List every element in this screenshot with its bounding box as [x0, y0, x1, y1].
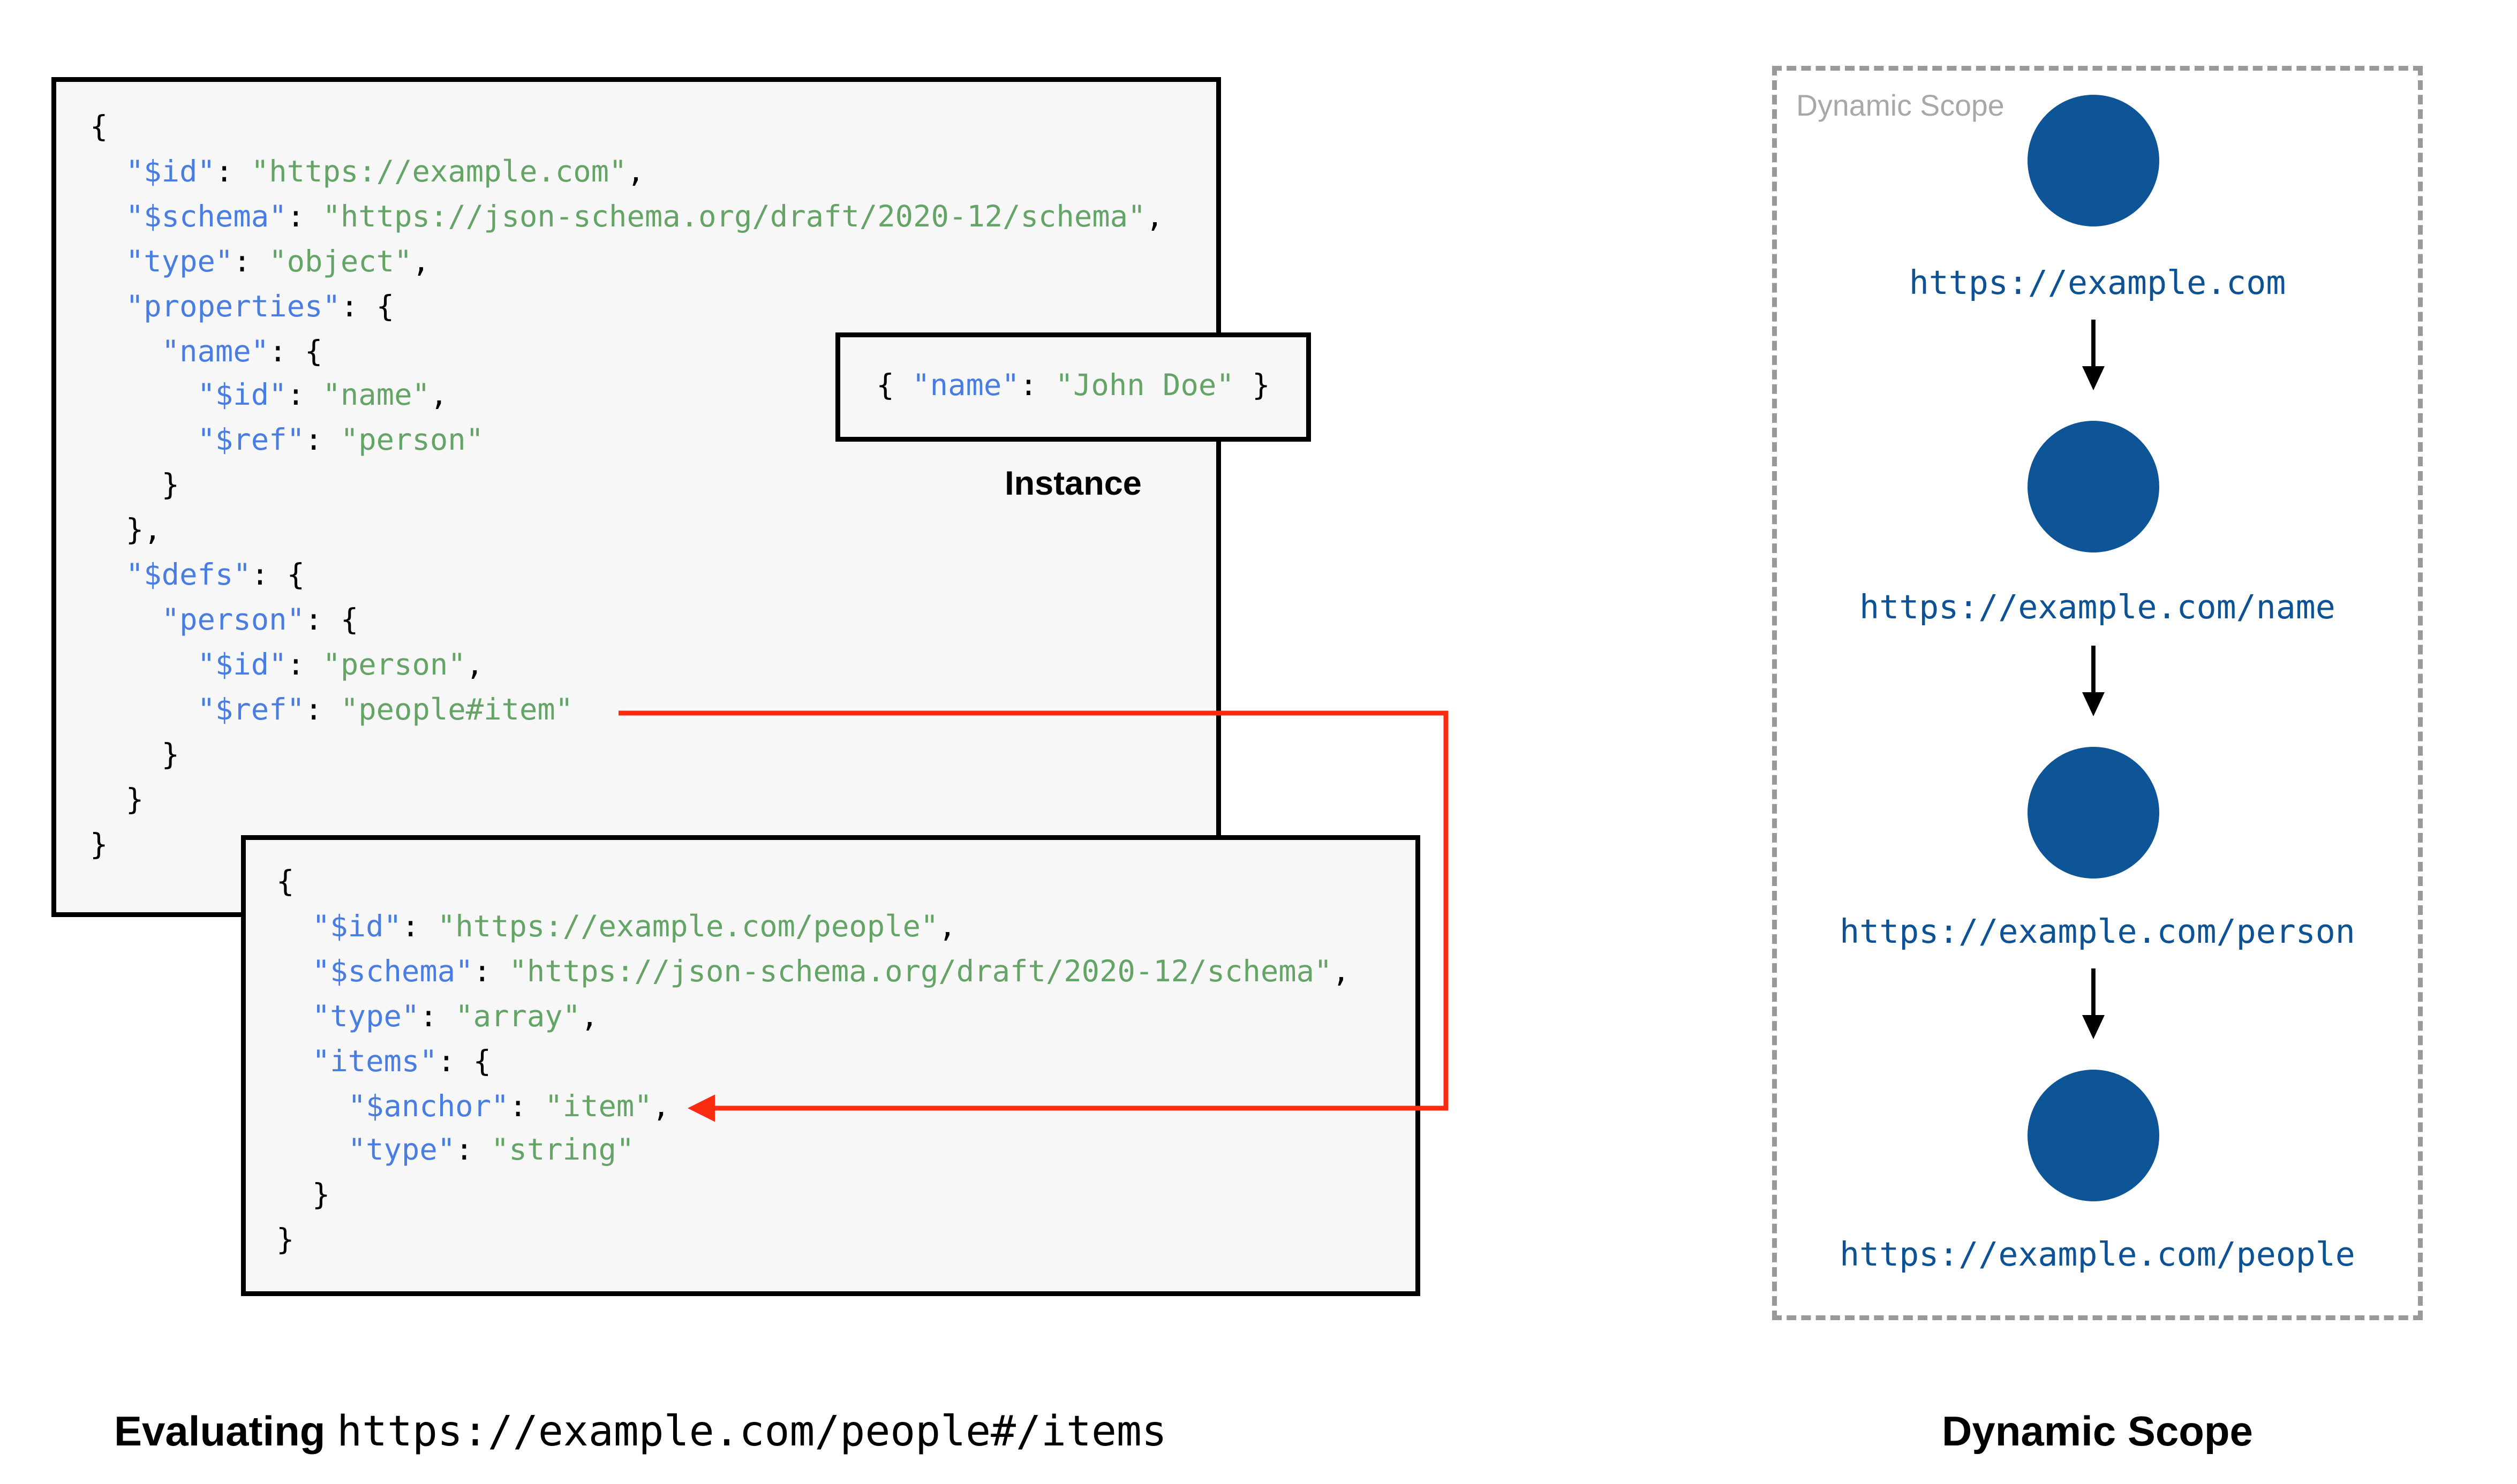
evaluating-caption: Evaluating https://example.com/people#/i…: [114, 1407, 1167, 1457]
scope-node-url-2: https://example.com/name: [1859, 588, 2335, 626]
scope-node-circle-3: [2028, 747, 2159, 879]
people-code: { "$id": "https://example.com/people", "…: [276, 866, 1350, 1258]
arrow-down-icon: [2082, 320, 2105, 390]
dynamic-scope-panel-label: Dynamic Scope: [1796, 88, 2004, 122]
people-code-box: { "$id": "https://example.com/people", "…: [241, 835, 1420, 1296]
arrow-down-icon: [2082, 968, 2105, 1039]
scope-node-circle-1: [2028, 95, 2159, 226]
instance-code: { "name": "John Doe" }: [876, 369, 1270, 404]
evaluating-caption-prefix: Evaluating: [114, 1407, 326, 1455]
caption-space: [325, 1407, 337, 1455]
scope-node-circle-4: [2028, 1070, 2159, 1201]
scope-node-circle-2: [2028, 421, 2159, 552]
instance-label: Instance: [1005, 466, 1142, 503]
schema-code: { "$id": "https://example.com", "$schema…: [90, 111, 1164, 862]
instance-box: { "name": "John Doe" }: [835, 332, 1311, 442]
evaluating-caption-uri: https://example.com/people#/items: [337, 1409, 1167, 1457]
arrow-down-icon: [2082, 646, 2105, 716]
dynamic-scope-panel: Dynamic Scope https://example.com https:…: [1772, 66, 2423, 1320]
dynamic-scope-caption: Dynamic Scope: [1942, 1407, 2253, 1455]
scope-node-url-3: https://example.com/person: [1840, 912, 2355, 951]
scope-node-url-4: https://example.com/people: [1840, 1235, 2355, 1274]
scope-node-url-1: https://example.com: [1909, 263, 2286, 302]
